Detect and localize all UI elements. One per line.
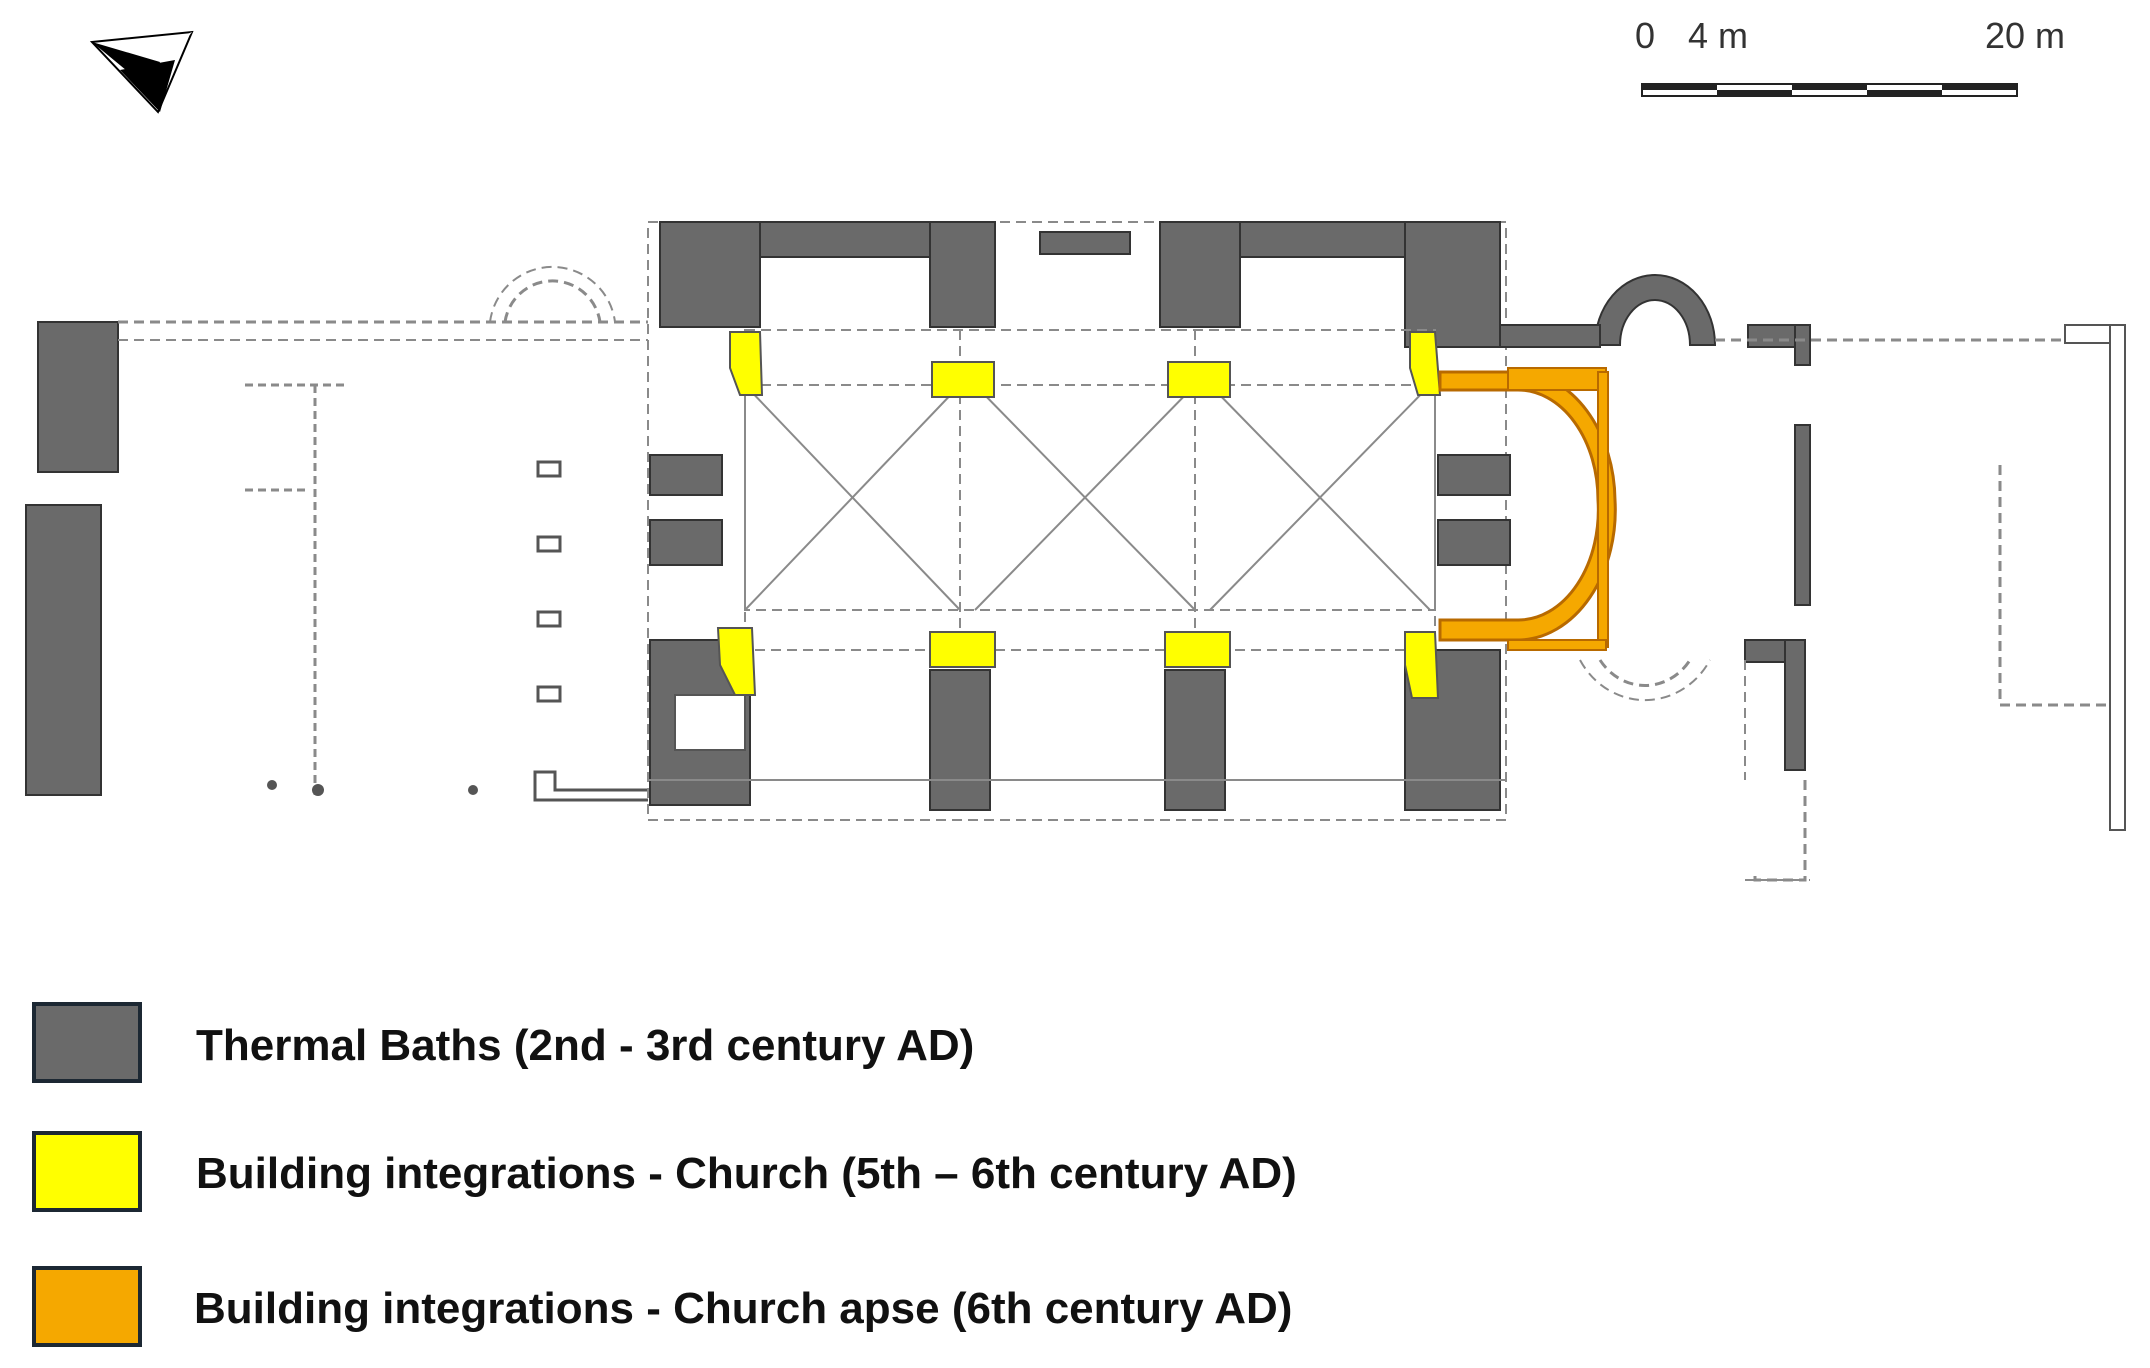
scale-label-20m: 20 m — [1985, 15, 2065, 56]
church-integrations — [716, 331, 1442, 699]
legend-item-apse: Building integrations - Church apse (6th… — [32, 1266, 1292, 1347]
scale-bar: 0 4 m 20 m — [1635, 15, 2065, 97]
church-apse — [1438, 367, 1617, 651]
legend-item-thermal: Thermal Baths (2nd - 3rd century AD) — [32, 1002, 974, 1083]
legend: Thermal Baths (2nd - 3rd century AD) Bui… — [32, 1002, 1297, 1347]
legend-swatch-thermal — [32, 1002, 142, 1083]
legend-label-church: Building integrations - Church (5th – 6t… — [196, 1149, 1297, 1198]
plan-drawing — [25, 221, 2126, 882]
north-arrow-icon — [89, 30, 194, 114]
legend-item-church: Building integrations - Church (5th – 6t… — [32, 1131, 1297, 1212]
main-hall — [647, 221, 1511, 821]
scale-label-0: 0 — [1635, 15, 1655, 56]
legend-label-thermal: Thermal Baths (2nd - 3rd century AD) — [196, 1021, 974, 1070]
legend-swatch-apse — [32, 1266, 142, 1347]
legend-swatch-church — [32, 1131, 142, 1212]
east-annex — [1499, 274, 2126, 882]
west-annex — [25, 265, 660, 802]
legend-label-apse: Building integrations - Church apse (6th… — [194, 1284, 1292, 1333]
scale-label-4m: 4 m — [1688, 15, 1748, 56]
